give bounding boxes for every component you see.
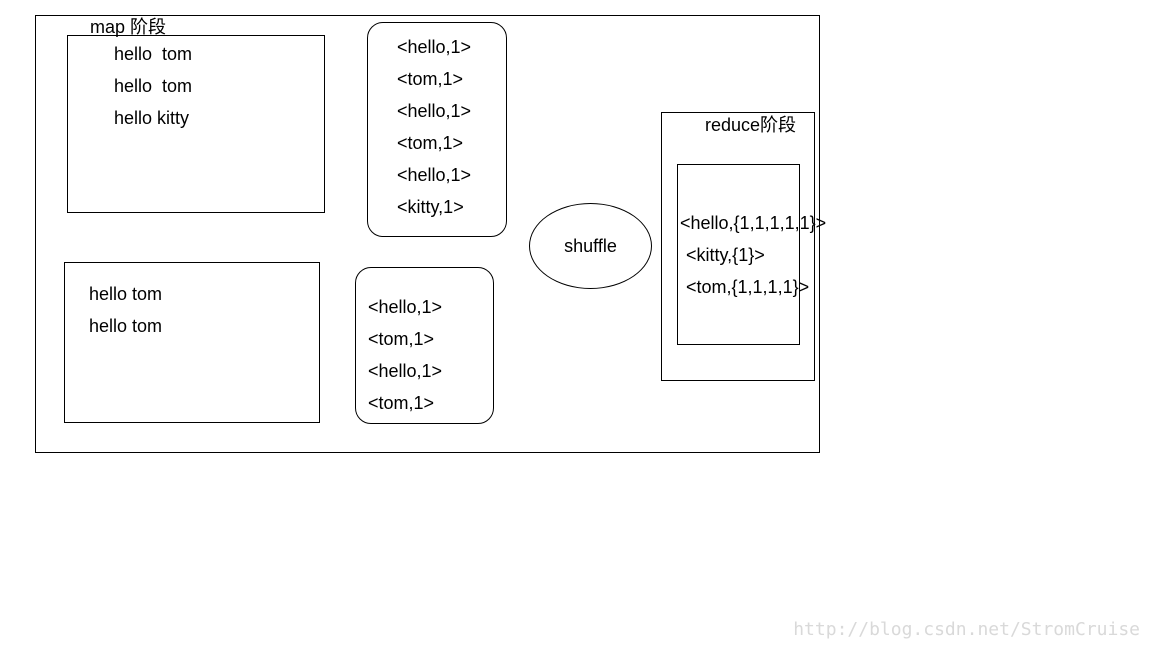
watermark: http://blog.csdn.net/StromCruise [793,619,1140,640]
input-split-2-line: hello tom [89,284,163,304]
reduce-input-pair: <kitty,{1}> [686,245,765,265]
map-output-2-pair: <hello,1> [368,361,443,381]
reduce-input-box [677,164,800,345]
input-split-1 [67,35,325,213]
map-output-2-pair: <tom,1> [368,329,435,349]
map-output-1-pair: <hello,1> [397,165,472,185]
map-output-2 [355,267,494,424]
reduce-input-pair: <hello,{1,1,1,1,1}> [680,213,827,233]
map-stage-frame [35,15,820,453]
reduce-stage-title: reduce阶段 [705,115,797,135]
map-output-1 [367,22,507,237]
reduce-stage-frame [661,112,815,381]
input-split-2-line: hello tom [89,316,163,336]
input-split-1-line: hello tom [114,44,193,64]
map-output-1-pair: <hello,1> [397,37,472,57]
input-split-1-line: hello tom [114,76,193,96]
map-output-2-pair: <tom,1> [368,393,435,413]
map-output-1-pair: <hello,1> [397,101,472,121]
map-output-1-pair: <tom,1> [397,69,464,89]
input-split-2 [64,262,320,423]
map-output-1-pair: <kitty,1> [397,197,464,217]
map-output-1-pair: <tom,1> [397,133,464,153]
reduce-input-pair: <tom,{1,1,1,1}> [686,277,810,297]
input-split-1-line: hello kitty [114,108,190,128]
shuffle-label: shuffle [564,235,617,256]
map-stage-title: map 阶段 [90,17,167,37]
shuffle-ellipse: shuffle [529,203,652,289]
map-output-2-pair: <hello,1> [368,297,443,317]
